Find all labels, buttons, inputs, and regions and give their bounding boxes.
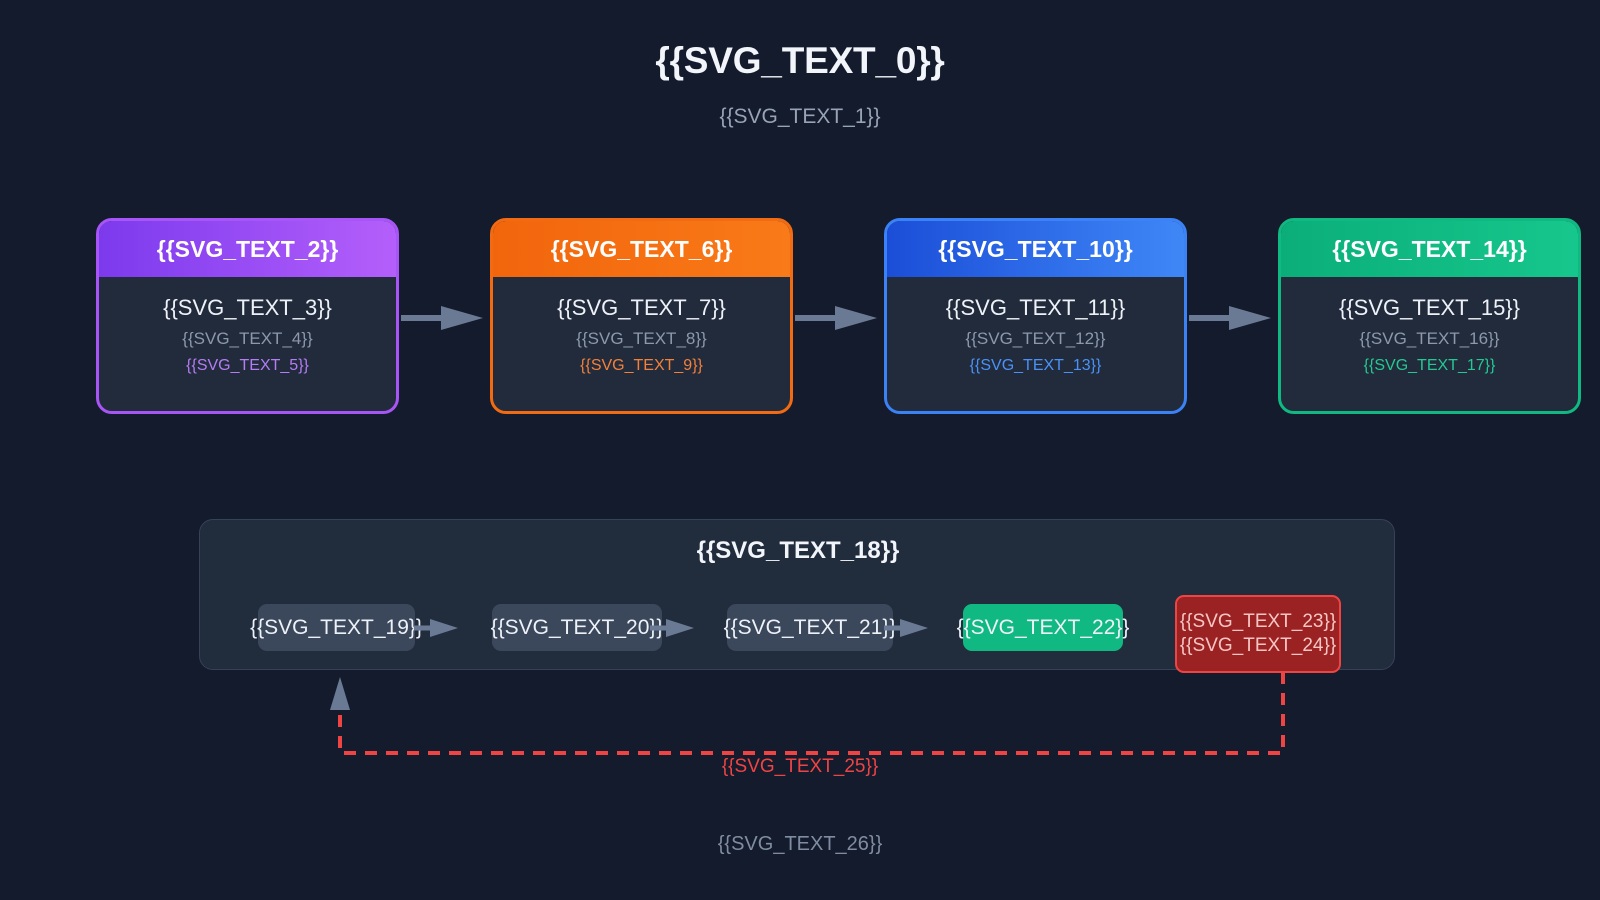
flow-arrow-icon-3: [1189, 306, 1271, 330]
detail-step-pill-1[interactable]: [258, 604, 415, 651]
stage-card-2-line2: {{SVG_TEXT_8}}: [576, 329, 707, 348]
stage-card-4-body: {{SVG_TEXT_15}} {{SVG_TEXT_16}} {{SVG_TE…: [1281, 277, 1578, 411]
detail-step-label-4: {{SVG_TEXT_22}}: [956, 615, 1130, 639]
detail-step-pill-3[interactable]: [727, 604, 893, 651]
step-arrow-icon-3: [884, 619, 928, 637]
footer-note: {{SVG_TEXT_26}}: [717, 833, 883, 855]
pipeline-stage-card-3[interactable]: {{SVG_TEXT_10}} {{SVG_TEXT_11}} {{SVG_TE…: [884, 218, 1187, 414]
stage-card-4-line3: {{SVG_TEXT_17}}: [1363, 357, 1496, 374]
stage-card-2-line1: {{SVG_TEXT_7}}: [557, 295, 726, 320]
stage-card-3-body: {{SVG_TEXT_11}} {{SVG_TEXT_12}} {{SVG_TE…: [887, 277, 1184, 411]
stage-card-3-line1: {{SVG_TEXT_11}}: [945, 295, 1126, 320]
feedback-loop-dashed-path: [338, 672, 1285, 755]
error-line-1: {{SVG_TEXT_23}}: [1179, 611, 1337, 632]
error-line-2: {{SVG_TEXT_24}}: [1179, 635, 1337, 656]
feedback-loop-arrowhead-icon: [330, 677, 350, 710]
stage-card-2-body: {{SVG_TEXT_7}} {{SVG_TEXT_8}} {{SVG_TEXT…: [493, 277, 790, 411]
stage-card-1-line1: {{SVG_TEXT_3}}: [163, 295, 332, 320]
flow-arrow-icon-1: [401, 306, 483, 330]
pipeline-stage-card-1[interactable]: {{SVG_TEXT_2}} {{SVG_TEXT_3}} {{SVG_TEXT…: [96, 218, 399, 414]
stage-card-3-line2: {{SVG_TEXT_12}}: [965, 329, 1106, 348]
stage-card-4-line1: {{SVG_TEXT_15}}: [1338, 295, 1521, 320]
detail-panel-title: {{SVG_TEXT_18}}: [696, 537, 900, 564]
flow-arrow-icon-2: [795, 306, 877, 330]
stage-card-2-header: {{SVG_TEXT_6}}: [493, 221, 790, 277]
detail-step-label-1: {{SVG_TEXT_19}}: [250, 615, 423, 639]
detail-step-label-2: {{SVG_TEXT_20}}: [490, 615, 664, 639]
pipeline-stage-card-4[interactable]: {{SVG_TEXT_14}} {{SVG_TEXT_15}} {{SVG_TE…: [1278, 218, 1581, 414]
feedback-loop-label: {{SVG_TEXT_25}}: [721, 756, 879, 777]
step-arrow-icon-1: [414, 619, 458, 637]
detail-step-pill-4-success[interactable]: [963, 604, 1123, 651]
stage-card-1-header: {{SVG_TEXT_2}}: [99, 221, 396, 277]
page-title: {{SVG_TEXT_0}}: [655, 40, 945, 81]
stage-card-3-header: {{SVG_TEXT_10}}: [887, 221, 1184, 277]
error-status-box[interactable]: {{SVG_TEXT_23}} {{SVG_TEXT_24}}: [1175, 595, 1341, 673]
stage-card-2-line3: {{SVG_TEXT_9}}: [580, 357, 703, 374]
stage-card-1-line3: {{SVG_TEXT_5}}: [186, 357, 309, 374]
stage-card-1-body: {{SVG_TEXT_3}} {{SVG_TEXT_4}} {{SVG_TEXT…: [99, 277, 396, 411]
stage-card-4-line2: {{SVG_TEXT_16}}: [1359, 329, 1500, 348]
pipeline-stage-card-2[interactable]: {{SVG_TEXT_6}} {{SVG_TEXT_7}} {{SVG_TEXT…: [490, 218, 793, 414]
detail-step-label-3: {{SVG_TEXT_21}}: [723, 615, 897, 639]
stage-card-1-line2: {{SVG_TEXT_4}}: [182, 329, 313, 348]
detail-panel: {{SVG_TEXT_18}} {{SVG_TEXT_19}} {{SVG_TE…: [199, 519, 1396, 673]
stage-card-3-line3: {{SVG_TEXT_13}}: [969, 357, 1102, 374]
step-arrow-icon-2: [650, 619, 694, 637]
stage-card-4-header: {{SVG_TEXT_14}}: [1281, 221, 1578, 277]
detail-step-row: {{SVG_TEXT_19}} {{SVG_TEXT_20}} {{SVG_TE…: [200, 595, 1396, 673]
page-subtitle: {{SVG_TEXT_1}}: [719, 105, 881, 128]
detail-step-pill-2[interactable]: [492, 604, 662, 651]
